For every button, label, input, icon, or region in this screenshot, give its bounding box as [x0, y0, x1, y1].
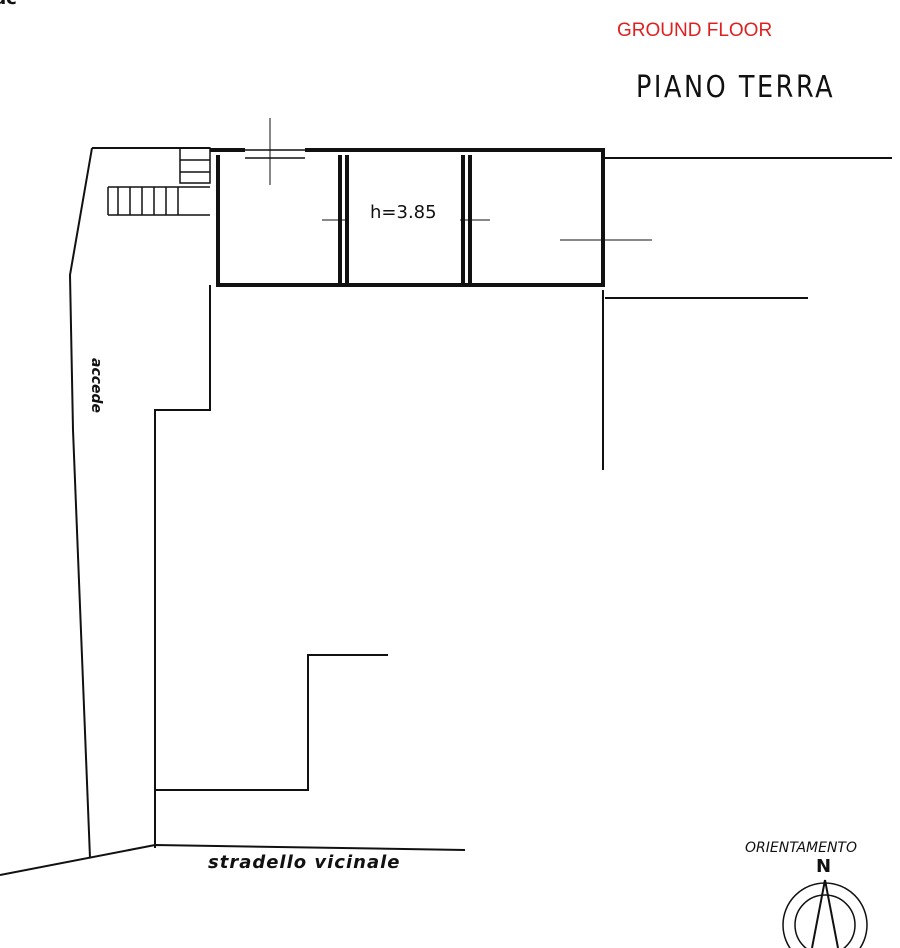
- compass-icon: [782, 879, 868, 948]
- side-label: accede: [88, 358, 104, 414]
- corner-fragment: ac: [0, 0, 17, 9]
- courtyard-wall: [154, 285, 211, 848]
- lower-wall: [155, 654, 388, 791]
- translation-label: GROUND FLOOR: [617, 20, 773, 41]
- road-label: stradello vicinale: [208, 852, 401, 873]
- stairs: [107, 147, 211, 216]
- plot-boundary-left: [68, 147, 93, 859]
- plan-title: PIANO TERRA: [636, 70, 836, 105]
- compass-label: ORIENTAMENTO: [745, 840, 858, 856]
- room-height-label: h=3.85: [370, 202, 437, 223]
- north-label: N: [816, 856, 832, 877]
